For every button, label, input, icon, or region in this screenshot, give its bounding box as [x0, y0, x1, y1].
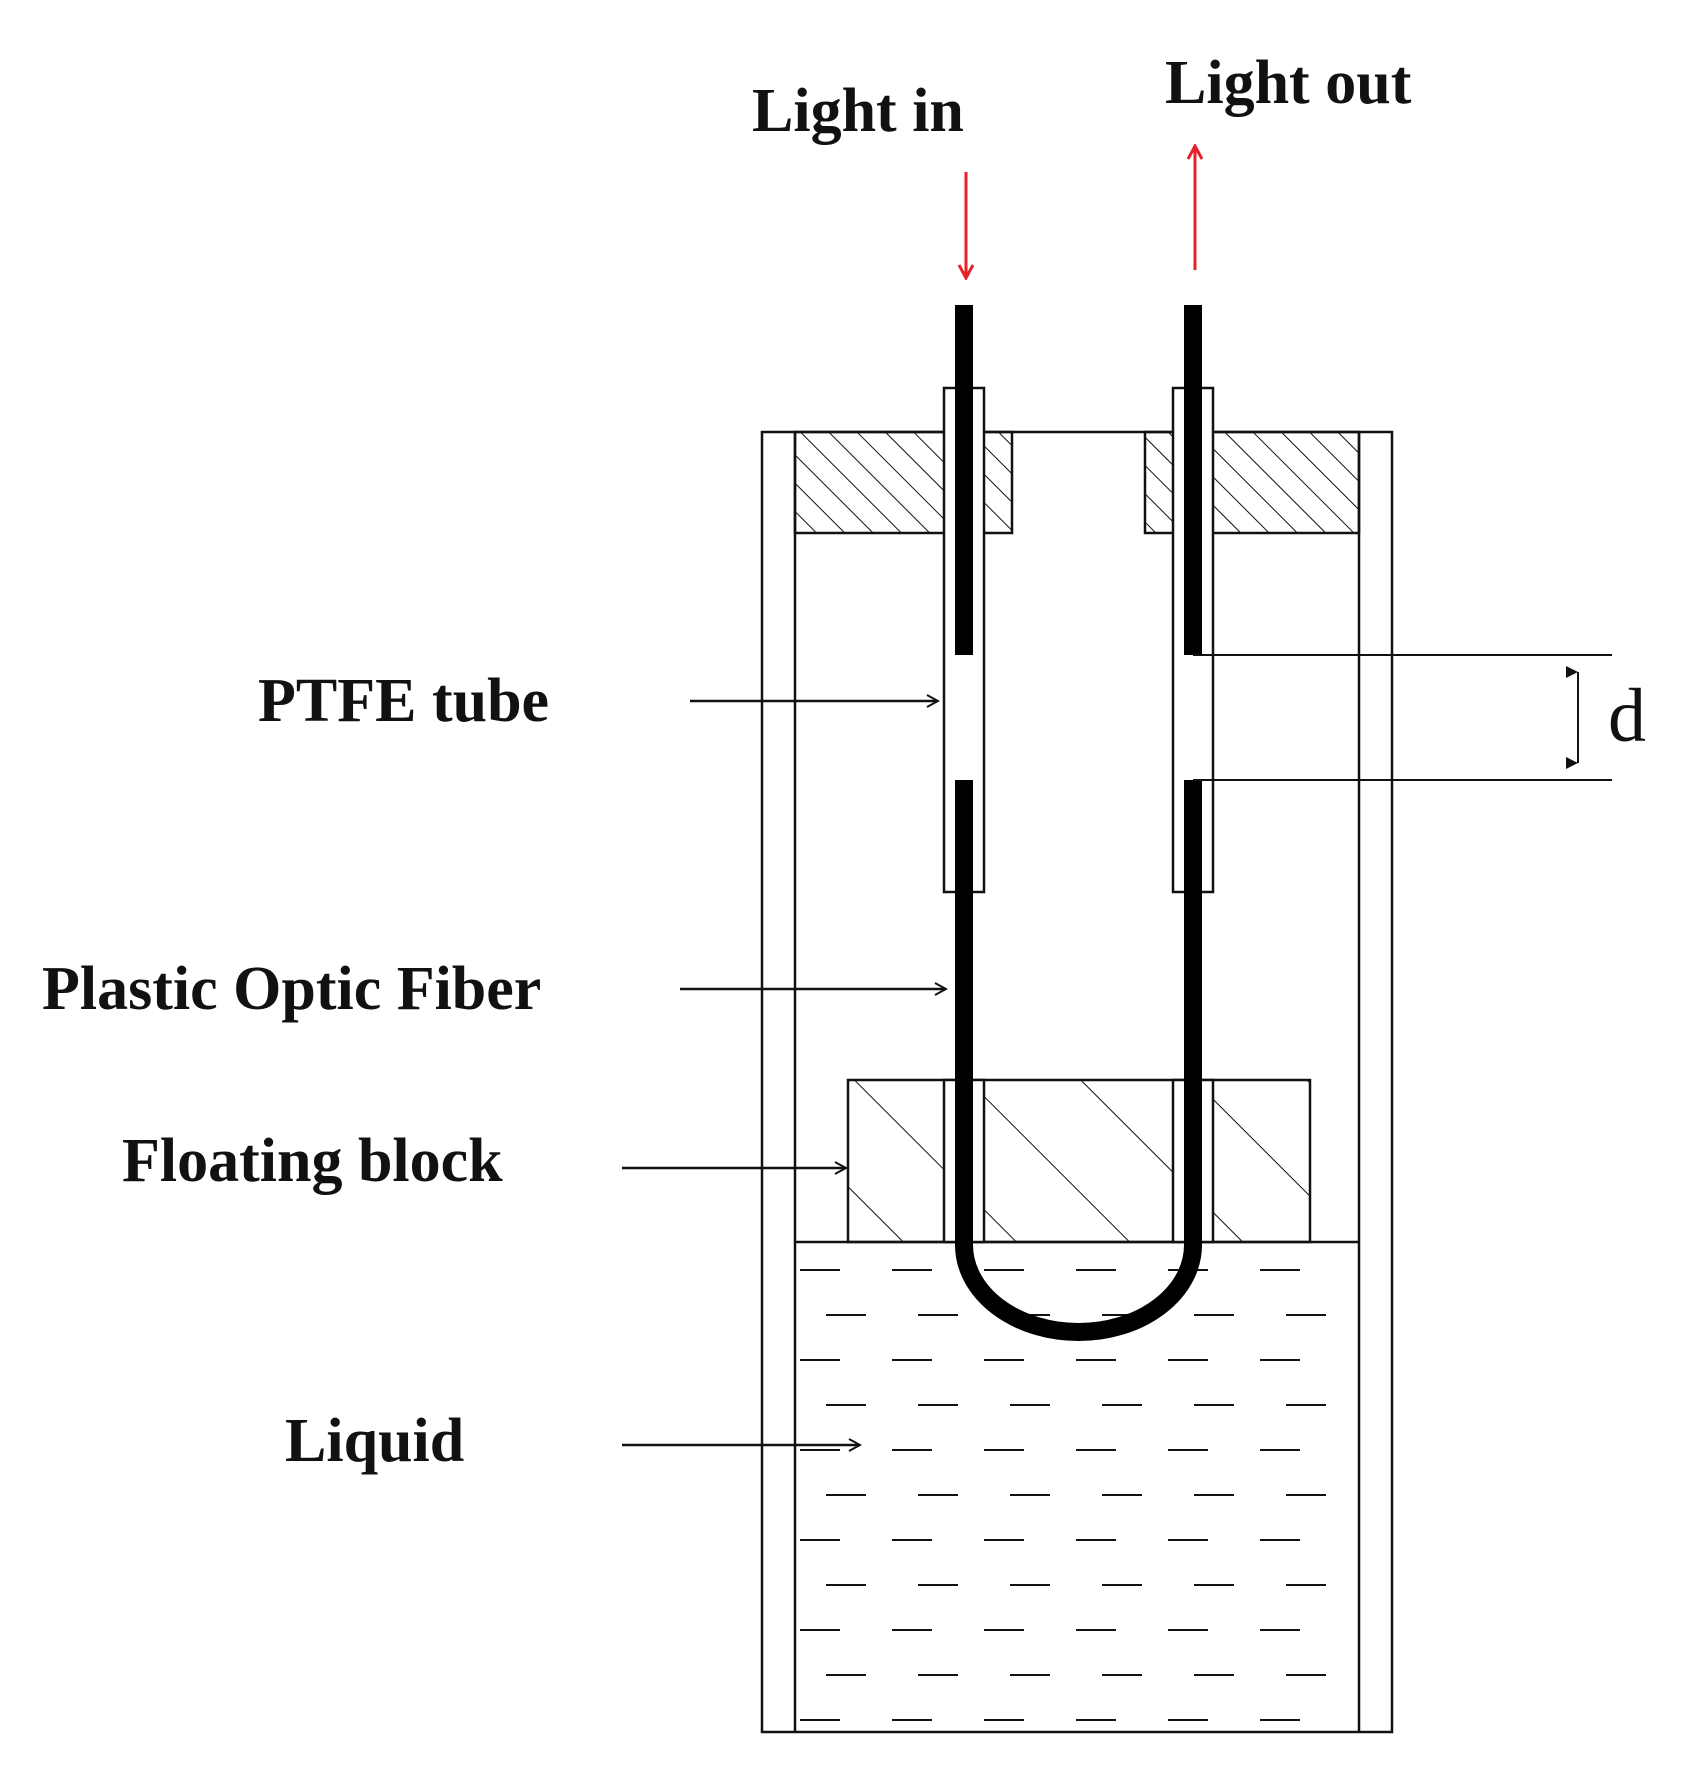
floating-block: [846, 1078, 1312, 1244]
gap-d-label: d: [1608, 674, 1646, 758]
light-in-label: Light in: [752, 77, 964, 145]
liquid-label: Liquid: [285, 1407, 465, 1475]
light-out-label: Light out: [1165, 49, 1412, 117]
optic-fiber: [955, 305, 1202, 1341]
floating-block-label: Floating block: [122, 1127, 503, 1195]
fiber-u-bend: [955, 780, 1202, 1341]
plastic-optic-fiber-label: Plastic Optic Fiber: [42, 955, 542, 1023]
ptfe-tube-label: PTFE tube: [258, 667, 550, 735]
container: [760, 430, 1394, 1734]
liquid-region: [795, 1240, 1359, 1721]
gap-dimension: [1193, 654, 1612, 781]
